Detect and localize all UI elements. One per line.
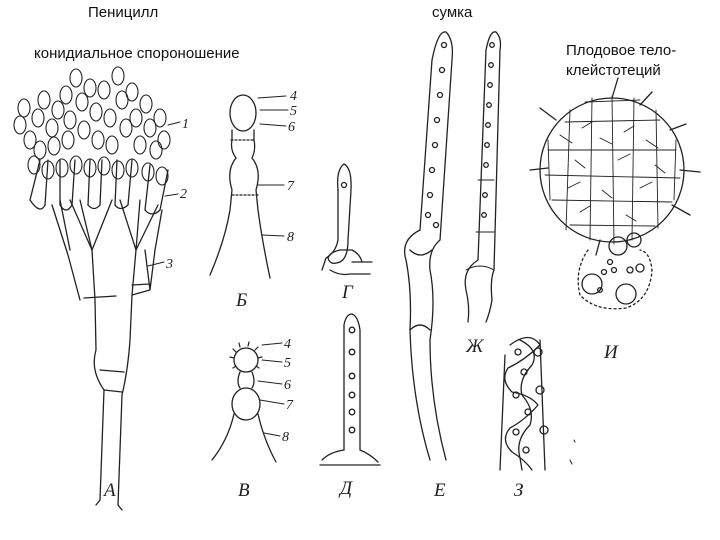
num-v-8: 8 — [282, 430, 289, 445]
ascogonium-g — [322, 164, 372, 275]
num-v-5: 5 — [284, 356, 291, 371]
part-numbers-b: 4 5 6 7 8 — [287, 89, 297, 245]
num-b-5: 5 — [290, 104, 297, 119]
figure-label-v: В — [238, 480, 250, 502]
figure-label-i: И — [604, 342, 618, 364]
figure-label-g: Г — [342, 282, 353, 304]
num-v-7: 7 — [286, 398, 294, 413]
num-v-4: 4 — [284, 337, 291, 352]
num-b-8: 8 — [287, 230, 294, 245]
num-a-2: 2 — [180, 187, 187, 202]
phialide-b — [210, 95, 288, 278]
conidiophore-a — [30, 160, 168, 510]
num-a-1: 1 — [182, 117, 189, 132]
num-a-3: 3 — [165, 257, 173, 272]
num-v-6: 6 — [284, 378, 291, 393]
num-b-7: 7 — [287, 179, 295, 194]
num-b-4: 4 — [290, 89, 297, 104]
figure-label-d: Д — [340, 478, 352, 500]
figure-label-zh: Ж — [466, 336, 483, 358]
ascus-zh — [465, 32, 500, 322]
phialide-v — [212, 342, 284, 462]
cleistothecium-i — [530, 78, 700, 309]
figure-label-a: А — [104, 480, 116, 502]
figure-label-z: З — [514, 480, 523, 502]
part-numbers-v: 4 5 6 7 8 — [282, 337, 294, 445]
figure-label-e: Е — [434, 480, 446, 502]
num-b-6: 6 — [288, 120, 295, 135]
figure-label-b: Б — [236, 290, 247, 312]
coiled-hyphae-z — [500, 338, 575, 471]
ascus-d — [320, 314, 380, 465]
conidia-a — [14, 67, 170, 185]
ascus-e — [405, 32, 453, 460]
